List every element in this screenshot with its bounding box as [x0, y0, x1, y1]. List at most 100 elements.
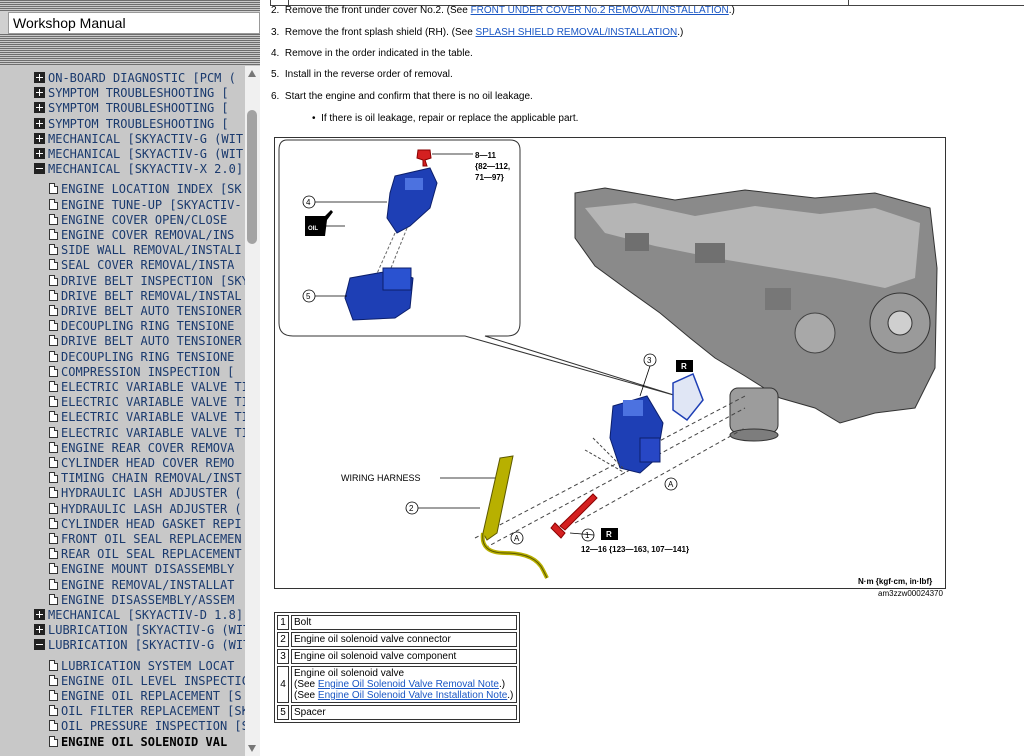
document-icon [49, 198, 58, 210]
expand-icon[interactable] [34, 102, 45, 114]
toc-item[interactable]: ELECTRIC VARIABLE VALVE TI [49, 426, 245, 441]
collapse-icon[interactable] [34, 639, 45, 651]
toc-item[interactable]: REAR OIL SEAL REPLACEMENT [49, 547, 242, 562]
document-icon [49, 720, 58, 732]
scroll-thumb[interactable] [247, 110, 257, 244]
toc-item[interactable]: HYDRAULIC LASH ADJUSTER ( [49, 502, 242, 517]
document-icon [49, 578, 58, 590]
document-icon [49, 350, 58, 362]
toc-item-label: ENGINE REAR COVER REMOVA [61, 440, 235, 455]
toc-item[interactable]: TIMING CHAIN REMOVAL/INST [49, 471, 242, 486]
toc-item-label: COMPRESSION INSPECTION [ [61, 364, 235, 379]
toc-item[interactable]: LUBRICATION [SKYACTIV-G (WIT [34, 638, 245, 653]
toc-item-label: MECHANICAL [SKYACTIV-G (WIT [48, 147, 244, 161]
svg-text:3: 3 [647, 356, 652, 365]
toc-item-label: MECHANICAL [SKYACTIV-X 2.0] [48, 162, 244, 177]
toc-item[interactable]: ENGINE OIL REPLACEMENT [S [49, 689, 242, 704]
toc-item[interactable]: ENGINE MOUNT DISASSEMBLY [49, 562, 234, 577]
toc-item[interactable]: ENGINE LOCATION INDEX [SK [49, 182, 242, 197]
toc-item[interactable]: ELECTRIC VARIABLE VALVE TI [49, 395, 245, 410]
document-icon [49, 690, 58, 701]
toc-item-label: MECHANICAL [SKYACTIV-D 1.8] [48, 608, 244, 622]
toc-item[interactable]: SYMPTOM TROUBLESHOOTING [ [34, 117, 229, 132]
toc-item[interactable]: OIL FILTER REPLACEMENT [SK [49, 704, 245, 719]
expand-icon[interactable] [34, 72, 45, 83]
step-5: 5. Install in the reverse order of remov… [271, 69, 453, 80]
collapse-icon[interactable] [34, 163, 45, 175]
front-under-cover-link[interactable]: FRONT UNDER COVER No.2 REMOVAL/INSTALLAT… [470, 5, 729, 16]
toc-item[interactable]: CYLINDER HEAD COVER REMO [49, 456, 234, 471]
svg-text:5: 5 [306, 292, 311, 301]
toc-item[interactable]: MECHANICAL [SKYACTIV-X 2.0] [34, 162, 243, 177]
toc-item-label: CYLINDER HEAD GASKET REPI [61, 516, 242, 531]
document-icon [49, 320, 58, 332]
toc-item-label: ELECTRIC VARIABLE VALVE TI [61, 395, 245, 410]
toc-item-label: ENGINE OIL REPLACEMENT [S [61, 689, 242, 703]
toc-item[interactable]: DRIVE BELT AUTO TENSIONER [49, 304, 242, 319]
toc-item-label: FRONT OIL SEAL REPLACEMEN [61, 532, 242, 546]
expand-icon[interactable] [34, 624, 45, 636]
toc-item[interactable]: DRIVE BELT INSPECTION [SKY [49, 274, 245, 289]
expand-icon[interactable] [34, 132, 45, 144]
toc-item[interactable]: HYDRAULIC LASH ADJUSTER ( [49, 486, 242, 501]
toc-item[interactable]: ELECTRIC VARIABLE VALVE TI [49, 410, 245, 425]
toc-item[interactable]: DRIVE BELT AUTO TENSIONER [49, 334, 242, 349]
toc-item-label: SEAL COVER REMOVAL/INSTA [61, 258, 235, 273]
toc-item-label: DECOUPLING RING TENSIONE [61, 319, 235, 334]
toc-item-label: LUBRICATION SYSTEM LOCAT [61, 658, 235, 673]
toc-item[interactable]: COMPRESSION INSPECTION [ [49, 365, 234, 380]
toc-item-label: CYLINDER HEAD COVER REMO [61, 456, 235, 470]
inset-bolt [416, 149, 473, 167]
toc-item[interactable]: ENGINE COVER OPEN/CLOSE [49, 213, 227, 228]
expand-icon[interactable] [34, 148, 45, 159]
toc-item-label: REAR OIL SEAL REPLACEMENT [61, 547, 242, 562]
oil-can-icon: OIL [305, 210, 345, 236]
toc-item[interactable]: ENGINE REMOVAL/INSTALLAT [49, 578, 234, 593]
step-4: 4. Remove in the order indicated in the … [271, 48, 473, 59]
callout-a-1 [664, 477, 678, 491]
toc-item[interactable]: SYMPTOM TROUBLESHOOTING [ [34, 86, 229, 101]
toc-item[interactable]: SYMPTOM TROUBLESHOOTING [ [34, 101, 229, 116]
toc-item[interactable]: MECHANICAL [SKYACTIV-G (WIT [34, 147, 243, 162]
expand-icon[interactable] [34, 117, 45, 129]
splash-shield-link[interactable]: SPLASH SHIELD REMOVAL/INSTALLATION [475, 27, 678, 38]
toc-item[interactable]: MECHANICAL [SKYACTIV-D 1.8] [34, 608, 243, 623]
document-icon [49, 457, 58, 468]
toc-item[interactable]: ENGINE REAR COVER REMOVA [49, 441, 234, 456]
toc-item[interactable]: ENGINE OIL LEVEL INSPECTIC [49, 674, 245, 689]
oil-leak-note: • If there is oil leakage, repair or rep… [312, 113, 579, 124]
toc-item[interactable]: ENGINE TUNE-UP [SKYACTIV- [49, 198, 242, 213]
toc-item[interactable]: DECOUPLING RING TENSIONE [49, 319, 234, 334]
toc-item[interactable]: DRIVE BELT REMOVAL/INSTAL [49, 289, 242, 304]
toc-item[interactable]: DECOUPLING RING TENSIONE [49, 350, 234, 365]
document-icon [49, 396, 58, 408]
toc-item[interactable]: ENGINE COVER REMOVAL/INS [49, 228, 234, 243]
toc-item[interactable]: SEAL COVER REMOVAL/INSTA [49, 258, 234, 273]
svg-text:A: A [668, 480, 674, 489]
expand-icon[interactable] [34, 87, 45, 99]
toc-item[interactable]: FRONT OIL SEAL REPLACEMEN [49, 532, 242, 547]
toc-item[interactable]: ON-BOARD DIAGNOSTIC [PCM ( [34, 71, 236, 86]
document-icon [49, 502, 58, 514]
toc-item[interactable]: OIL PRESSURE INSPECTION [S [49, 719, 245, 734]
scroll-down-icon[interactable] [248, 745, 256, 752]
toc-item-label: SYMPTOM TROUBLESHOOTING [ [48, 101, 229, 116]
toc-item[interactable]: SIDE WALL REMOVAL/INSTALI [49, 243, 242, 258]
toc-scrollbar[interactable] [245, 66, 260, 756]
scroll-up-icon[interactable] [248, 70, 256, 77]
expand-icon[interactable] [34, 609, 45, 620]
toc-item[interactable]: ENGINE OIL SOLENOID VAL [49, 735, 227, 750]
toc-item[interactable]: ENGINE DISASSEMBLY/ASSEM [49, 593, 234, 608]
installation-note-link[interactable]: Engine Oil Solenoid Valve Installation N… [317, 690, 508, 701]
document-icon [49, 517, 58, 529]
toc-item[interactable]: LUBRICATION SYSTEM LOCAT [49, 659, 234, 674]
toc-item[interactable]: CYLINDER HEAD GASKET REPI [49, 517, 242, 532]
toc-item[interactable]: ELECTRIC VARIABLE VALVE TI [49, 380, 245, 395]
toc-item[interactable]: MECHANICAL [SKYACTIV-G (WIT [34, 132, 243, 147]
torque-bottom: 12—16 {123—163, 107—141} [581, 545, 689, 554]
removal-note-link[interactable]: Engine Oil Solenoid Valve Removal Note [317, 679, 499, 690]
document-icon [49, 426, 58, 438]
toc-item[interactable]: LUBRICATION [SKYACTIV-G (WIT [34, 623, 245, 638]
